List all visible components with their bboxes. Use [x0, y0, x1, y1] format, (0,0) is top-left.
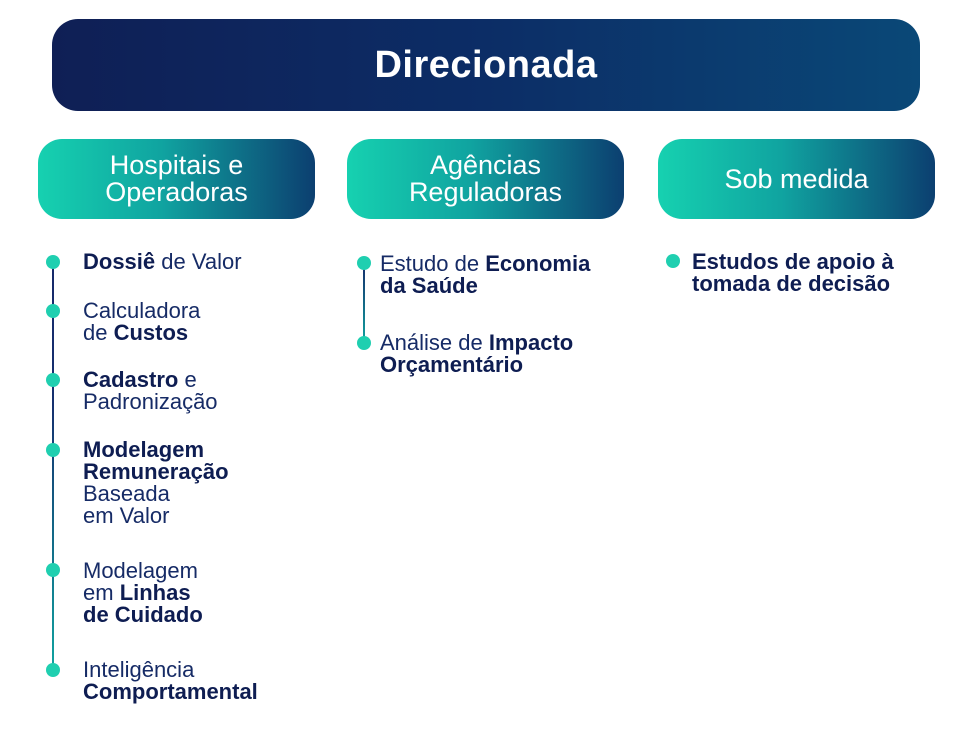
bullet-dot: [46, 255, 60, 269]
bullet-dot: [46, 304, 60, 318]
bullet-dot: [46, 373, 60, 387]
bullet-dot: [46, 443, 60, 457]
bullet-dot: [666, 254, 680, 268]
title-banner: Direcionada: [52, 19, 920, 111]
timeline-line-hospitais: [52, 262, 54, 670]
timeline-line-agencias: [363, 262, 365, 343]
list-item-dossie: Dossiê de Valor: [83, 249, 242, 274]
bullet-dot: [46, 663, 60, 677]
bullet-dot: [357, 256, 371, 270]
column-header-label: Sob medida: [724, 163, 869, 194]
bullet-dot: [46, 563, 60, 577]
column-header-sob-medida: Sob medida: [658, 139, 935, 219]
bullet-dot: [357, 336, 371, 350]
page-title: Direcionada: [374, 43, 598, 86]
